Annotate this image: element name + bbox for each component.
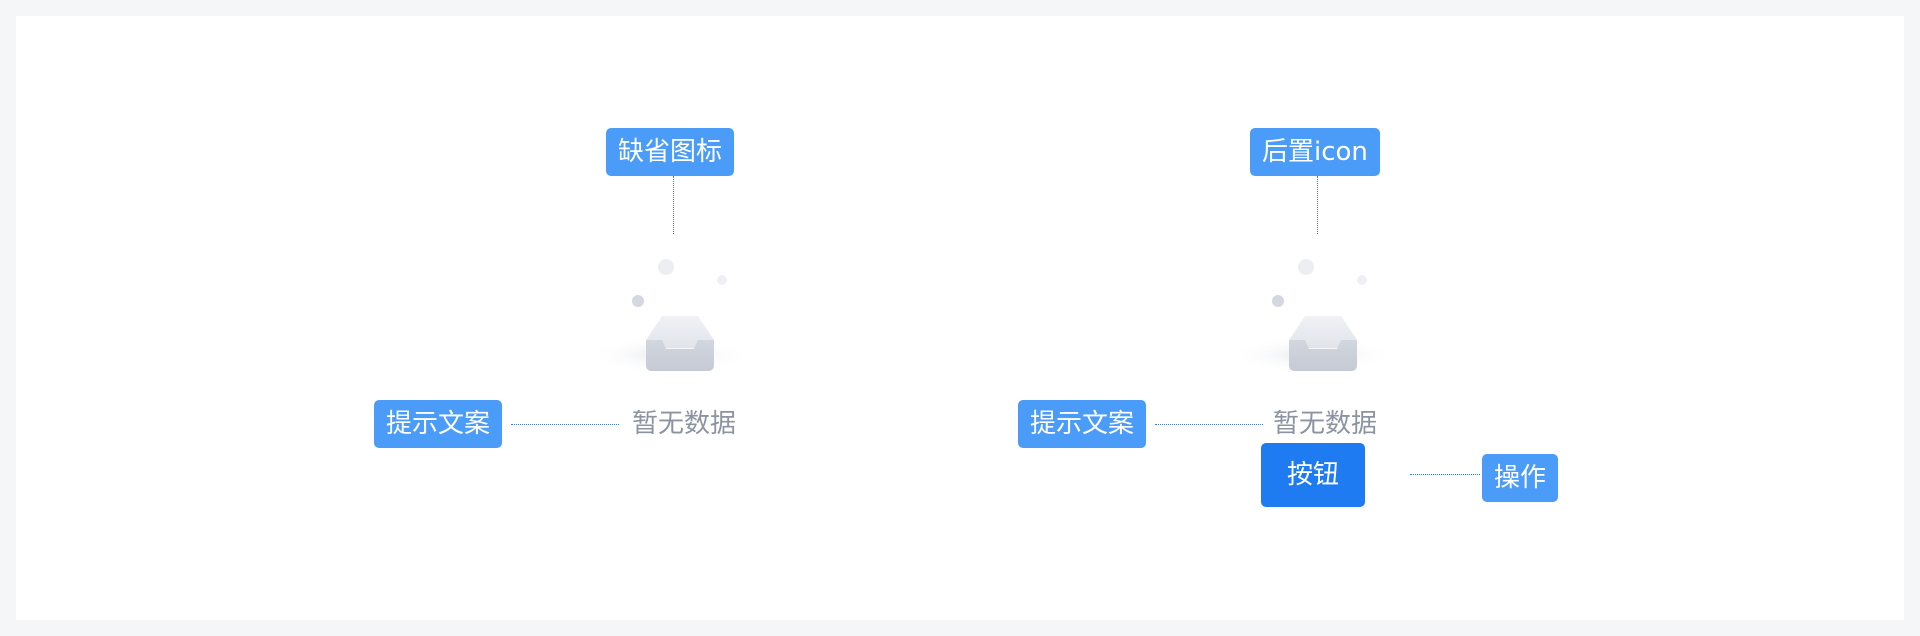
empty-text: 暂无数据 bbox=[632, 409, 737, 439]
hint-text-tag: 提示文案 bbox=[374, 400, 503, 448]
hint-text-leader-line bbox=[1155, 424, 1263, 425]
illustration-dot-left bbox=[1272, 295, 1284, 307]
inbox-tray bbox=[646, 340, 714, 371]
illustration-dot-large bbox=[1298, 259, 1314, 275]
hint-text-leader-line bbox=[511, 424, 619, 425]
action-tag: 操作 bbox=[1482, 454, 1559, 502]
inbox-top bbox=[1289, 316, 1357, 348]
empty-inbox-icon bbox=[588, 259, 752, 374]
empty-inbox-icon bbox=[1230, 259, 1394, 374]
action-button[interactable]: 按钮 bbox=[1261, 443, 1365, 507]
inbox-tray bbox=[1289, 340, 1357, 371]
diagram-canvas: 缺省图标 bbox=[16, 16, 1904, 620]
illustration-dot-left bbox=[632, 295, 644, 307]
default-icon-leader-line bbox=[673, 176, 674, 234]
inbox-top bbox=[646, 316, 714, 348]
illustration-dot-small bbox=[717, 275, 727, 285]
empty-text: 暂无数据 bbox=[1273, 409, 1378, 439]
action-leader-line bbox=[1410, 474, 1480, 475]
trailing-icon-tag: 后置icon bbox=[1250, 128, 1380, 176]
trailing-icon-leader-line bbox=[1317, 176, 1318, 234]
hint-text-tag: 提示文案 bbox=[1018, 400, 1147, 448]
illustration-dot-small bbox=[1357, 275, 1367, 285]
default-icon-tag: 缺省图标 bbox=[606, 128, 735, 176]
illustration-dot-large bbox=[658, 259, 674, 275]
